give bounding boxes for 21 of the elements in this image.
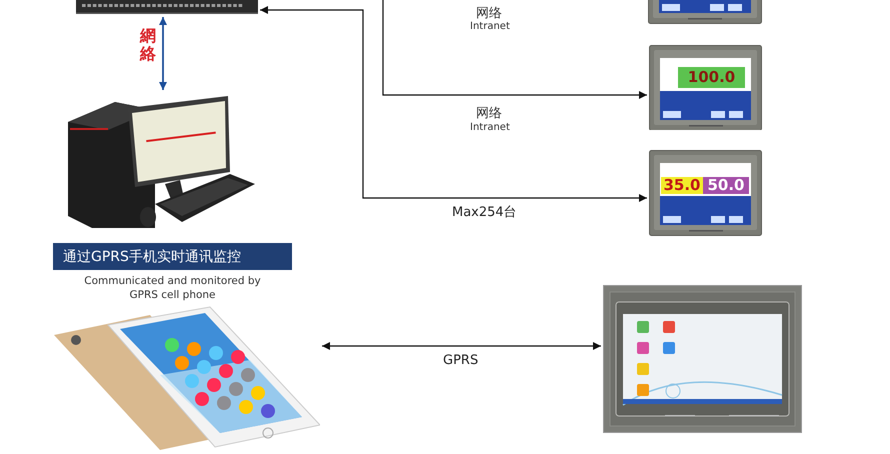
touch-controller-drawing bbox=[649, 45, 762, 130]
network-label: Intranet bbox=[470, 122, 510, 133]
display-value: 100.0 bbox=[678, 67, 745, 88]
arrow bbox=[322, 342, 601, 350]
network-switch-drawing bbox=[76, 0, 258, 14]
network-label: 网络 bbox=[476, 105, 502, 122]
display-value: 50.0 bbox=[703, 177, 749, 194]
node-label: Communicated and monitored by GPRS cell phone bbox=[83, 274, 262, 302]
banner-text: 通过GPRS手机实时通讯监控 bbox=[63, 248, 241, 266]
touch-controller-drawing bbox=[648, 0, 762, 24]
arrow bbox=[159, 17, 167, 90]
network-label: Intranet bbox=[470, 21, 510, 32]
edge-label: Max254台 bbox=[452, 206, 517, 221]
edge-label: 網絡 bbox=[140, 27, 156, 62]
arrow bbox=[382, 0, 647, 99]
title-banner bbox=[53, 243, 292, 270]
display-value: 35.0 bbox=[661, 177, 703, 194]
arrow bbox=[260, 6, 647, 202]
touch-controller-drawing bbox=[649, 150, 762, 236]
touchscreen-panel-drawing bbox=[603, 285, 802, 433]
network-label: 网络 bbox=[476, 5, 502, 22]
